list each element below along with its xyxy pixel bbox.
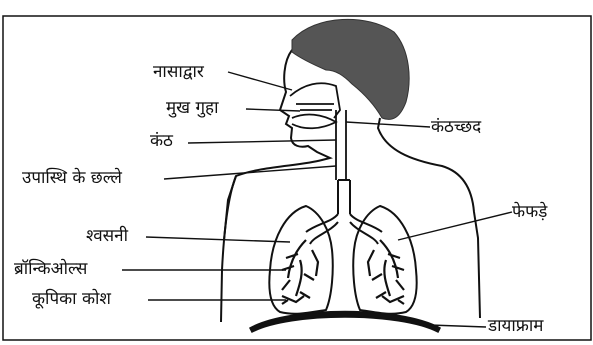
pharynx-tube (336, 110, 346, 180)
label-diaphragm: डायाफ्राम (488, 316, 543, 336)
label-lungs: फेफड़े (512, 202, 547, 222)
right-bronchioles (368, 240, 404, 304)
diaphragm-curve (250, 312, 440, 333)
left-bronchioles (282, 240, 318, 304)
mouth-cavity (292, 115, 336, 129)
bronchi-branches (306, 214, 382, 244)
label-epiglottis: कंठच्छद (431, 117, 481, 137)
neck-back-outline (378, 118, 480, 318)
trachea (338, 180, 350, 214)
label-nostril: नासाद्वार (153, 62, 204, 82)
label-bronchioles: ब्रॉन्किओल्स (14, 259, 87, 279)
label-alveoli: कूपिका कोश (32, 289, 111, 309)
label-mouth-cavity: मुख गुहा (166, 98, 218, 118)
label-cartilage-rings: उपास्थि के छल्ले (22, 168, 122, 188)
nasal-cavity (290, 83, 340, 118)
label-bronchi: श्वसनी (86, 226, 128, 246)
label-pharynx: कंठ (150, 131, 173, 151)
